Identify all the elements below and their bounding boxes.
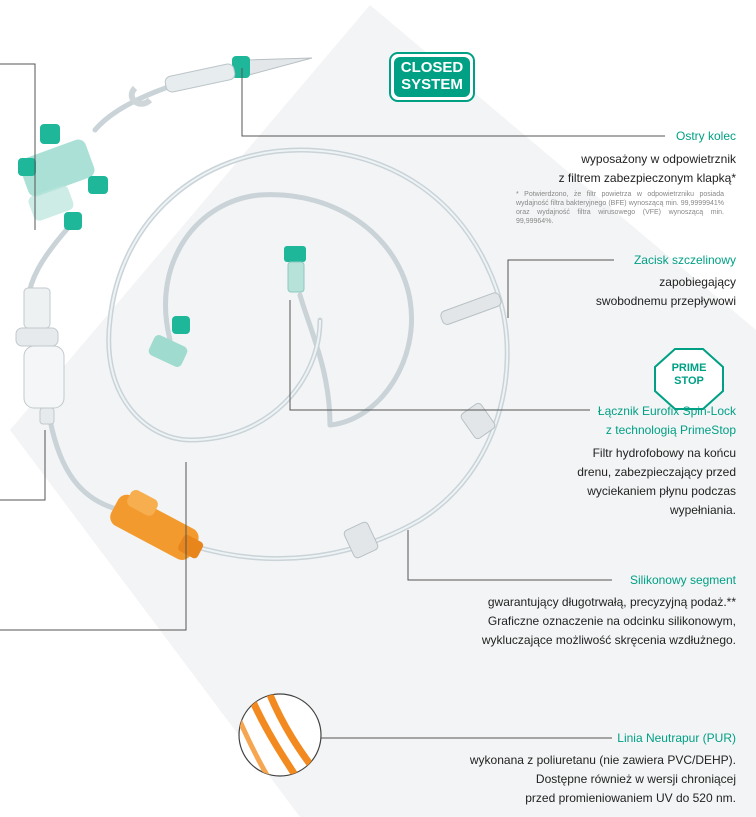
prime-badge-line1: PRIME	[671, 362, 707, 374]
spike-line2: z filtrem zabezpieczonym klapką*	[558, 171, 736, 185]
spike-line1: wyposażony w odpowietrznik	[581, 152, 736, 166]
slide-clamp	[440, 292, 502, 325]
silicone-line2: Graficzne oznaczenie na odcinku silikono…	[487, 614, 736, 628]
connector-line3: wyciekaniem płynu podczas	[587, 484, 736, 498]
line-title: Linia Neutrapur (PUR)	[617, 731, 736, 745]
callout-lines	[0, 63, 665, 739]
background-shape	[10, 5, 756, 817]
prime-badge-line2: STOP	[674, 375, 704, 387]
line-line2: Dostępne również w wersji chroniącej	[535, 772, 736, 786]
closed-badge-line2: SYSTEM	[401, 76, 463, 93]
silicone-title: Silikonowy segment	[629, 573, 736, 587]
closed-badge-line1: CLOSED	[400, 59, 464, 76]
spin-lock-connector	[284, 246, 306, 293]
connector-line2: drenu, zabezpieczający przed	[577, 465, 736, 479]
line-line3: przed promieniowaniem UV do 520 nm.	[525, 791, 736, 805]
clamp-line2: swobodnemu przepływowi	[595, 294, 736, 308]
clamp-title: Zacisk szczelinowy	[633, 253, 736, 267]
tubing-highlight	[107, 148, 509, 560]
silicone-line3: wykluczające możliwość skręcenia wzdłużn…	[481, 633, 736, 647]
connector-line1: Filtr hydrofobowy na końcu	[592, 446, 736, 460]
line-line1: wykonana z poliuretanu (nie zawiera PVC/…	[469, 753, 736, 767]
tube-magnifier	[238, 693, 322, 777]
prime-stop-badge: PRIME STOP	[652, 347, 726, 411]
segment-marker-1	[343, 521, 379, 559]
drip-chamber	[15, 287, 65, 425]
spike-footnote: * Potwierdzono, że filtr powietrza w odp…	[516, 191, 724, 225]
roller-clamp	[110, 490, 204, 560]
manifold-part	[18, 124, 108, 230]
prime-stop-octagon	[654, 348, 724, 410]
y-site	[148, 316, 190, 367]
connector-line4: wypełniania.	[669, 503, 736, 517]
connector-title1: Łącznik Eurofix Spin-Lock	[597, 404, 736, 418]
spike-part	[128, 56, 313, 107]
silicone-line1: gwarantujący długotrwałą, precyzyjną pod…	[487, 595, 736, 609]
closed-system-badge: CLOSED SYSTEM	[389, 52, 475, 102]
spike-title: Ostry kolec	[675, 129, 736, 143]
segment-marker-2	[460, 402, 496, 440]
clamp-line1: zapobiegający	[659, 275, 736, 289]
connector-title2: z technologią PrimeStop	[605, 423, 736, 437]
